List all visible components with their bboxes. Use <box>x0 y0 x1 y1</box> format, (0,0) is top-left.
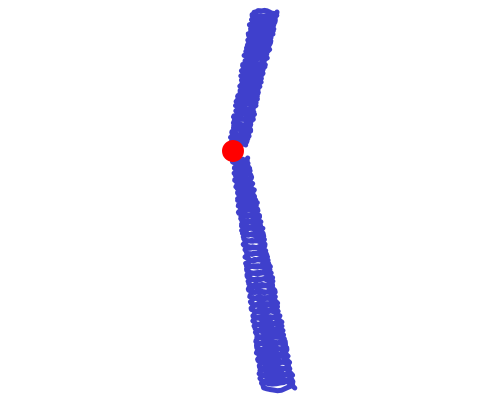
coil-strand-upper <box>227 7 280 148</box>
marker-dot <box>222 140 244 162</box>
coil-strand-lower <box>230 155 298 394</box>
